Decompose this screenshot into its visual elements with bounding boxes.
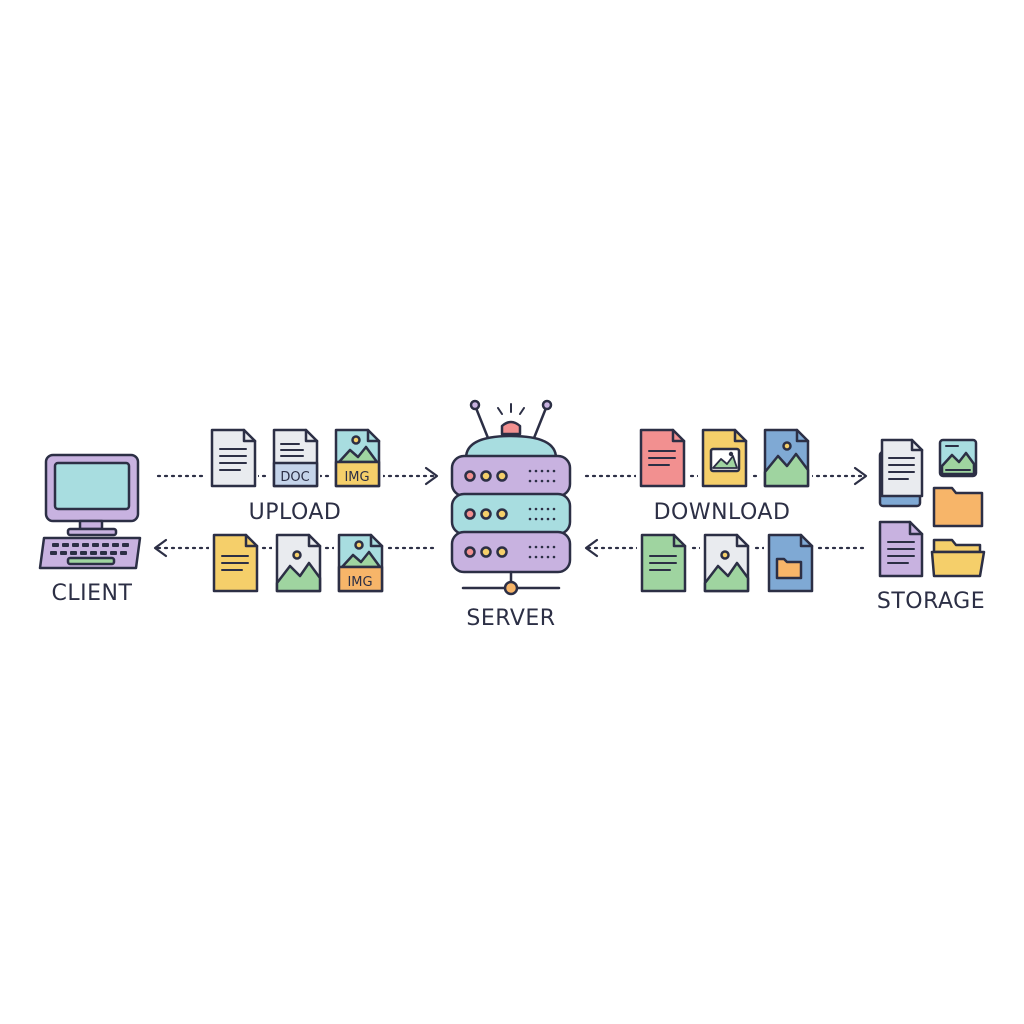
document-icon <box>206 428 258 490</box>
blue-image-document-icon <box>760 428 812 490</box>
server-rack-icon <box>450 399 572 596</box>
upload-label: UPLOAD <box>249 500 342 525</box>
doc-file-icon <box>268 428 320 490</box>
image-file-icon <box>331 428 383 490</box>
client-label: CLIENT <box>52 581 133 606</box>
image-document-icon <box>272 533 324 595</box>
folder-document-icon <box>764 533 816 595</box>
download-label: DOWNLOAD <box>654 500 791 525</box>
yellow-document-icon <box>209 533 261 595</box>
gray-image-document-icon <box>700 533 752 595</box>
server-label: SERVER <box>466 606 555 631</box>
image-file-icon-return <box>334 533 386 595</box>
doc-tag: DOC <box>280 470 309 485</box>
server-to-client-arrow-head <box>153 538 168 558</box>
client-computer-icon <box>38 453 142 570</box>
download-arrow-head <box>853 466 868 486</box>
green-document-icon <box>637 533 689 595</box>
yellow-image-document-icon <box>698 428 750 490</box>
upload-arrow-head <box>424 466 439 486</box>
storage-files-icon <box>878 438 986 578</box>
storage-label: STORAGE <box>877 589 985 614</box>
img-tag-upload: IMG <box>344 470 369 485</box>
red-document-icon <box>636 428 688 490</box>
storage-to-server-arrow-head <box>584 538 599 558</box>
img-tag-return: IMG <box>347 575 372 590</box>
